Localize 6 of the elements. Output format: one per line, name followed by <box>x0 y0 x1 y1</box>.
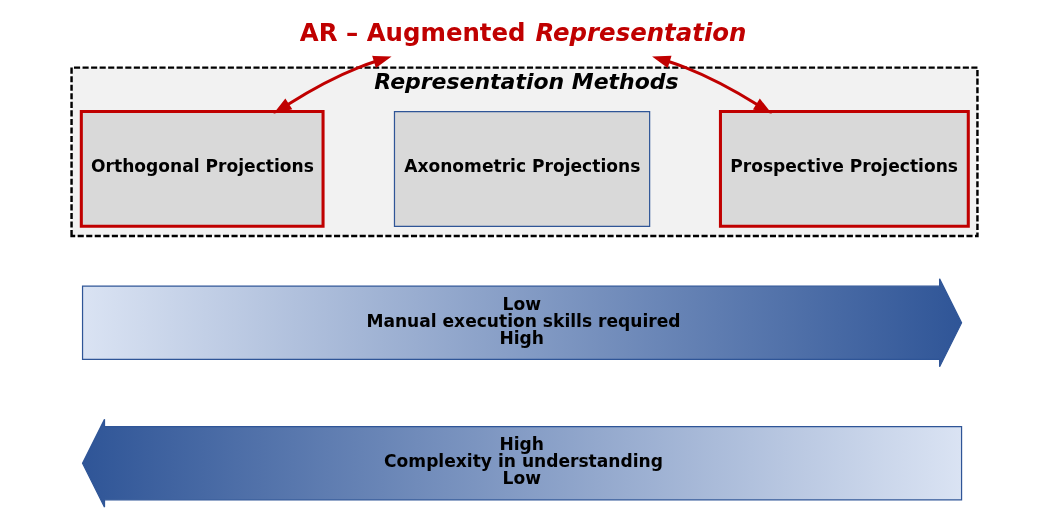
arrow <box>652 55 772 114</box>
node-text: AR – Augmented Representation <box>299 17 747 47</box>
node-box: Axonometric Projections <box>393 110 651 227</box>
node-box: Prospective Projections <box>718 109 970 228</box>
node-box: Orthogonal Projections <box>79 109 325 228</box>
arrow <box>273 55 392 114</box>
